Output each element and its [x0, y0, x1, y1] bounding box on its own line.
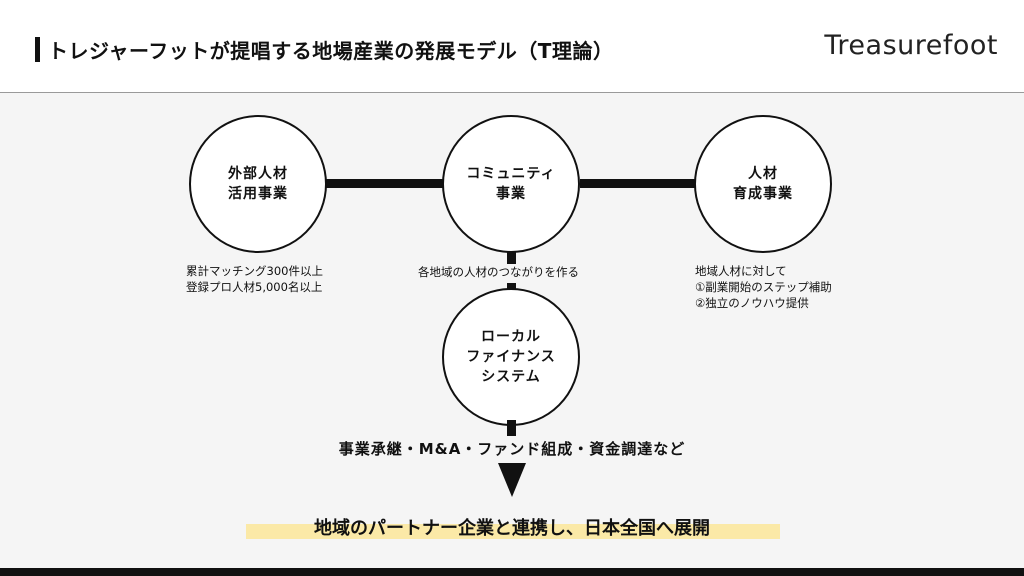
node-label: 人材 育成事業 — [733, 166, 793, 202]
note-community: 各地域の人材のつながりを作る — [418, 265, 579, 279]
node-local-finance: ローカル ファイナンス システム — [442, 288, 580, 426]
note-finance: 事業承継・M&A・ファンド組成・資金調達など — [338, 440, 686, 458]
node-label: ローカル ファイナンス システム — [466, 329, 556, 385]
page-title: トレジャーフットが提唱する地場産業の発展モデル（T理論） — [48, 39, 614, 63]
brand-logo: Treasurefoot — [824, 30, 998, 61]
arrow-shaft — [507, 420, 516, 436]
footer-bar — [0, 568, 1024, 576]
header: トレジャーフットが提唱する地場産業の発展モデル（T理論） Treasurefoo… — [0, 0, 1024, 93]
conclusion-text: 地域のパートナー企業と連携し、日本全国へ展開 — [314, 518, 710, 539]
note-external: 累計マッチング300件以上 登録プロ人材5,000名以上 — [186, 264, 323, 294]
connector-community-talent — [580, 179, 696, 188]
title-accent-bar — [35, 37, 40, 62]
connector-community-finance-upper — [507, 250, 516, 264]
node-label: コミュニティ 事業 — [466, 166, 556, 202]
connector-external-community — [326, 179, 444, 188]
conclusion-highlight — [246, 524, 780, 539]
note-talent: 地域人材に対して ①副業開始のステップ補助 ②独立のノウハウ提供 — [695, 264, 832, 310]
node-label: 外部人材 活用事業 — [228, 166, 288, 202]
down-arrow-icon — [498, 463, 526, 497]
node-external-talent: 外部人材 活用事業 — [189, 115, 327, 253]
node-talent-development: 人材 育成事業 — [694, 115, 832, 253]
node-community: コミュニティ 事業 — [442, 115, 580, 253]
